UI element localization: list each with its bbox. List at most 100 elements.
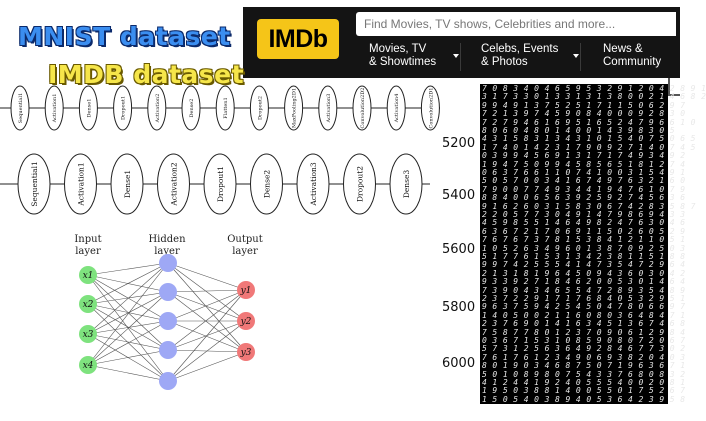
- model-node-small: Dropout1: [113, 85, 133, 131]
- svg-text:Dense2: Dense2: [189, 99, 195, 118]
- hidden-layer-label-1: Hidden: [148, 234, 186, 245]
- nav-celebs-line1: Celebs, Events: [481, 43, 559, 55]
- imdb-search-input[interactable]: Find Movies, TV shows, Celebrities and m…: [356, 12, 676, 36]
- y-tick: 5600: [442, 242, 476, 257]
- mnist-digit-row: 1 9 4 7 5 0 9 9 4 5 8 5 6 5 1 8 1 2 7 4: [482, 159, 686, 169]
- mnist-digit-row: 7 2 7 9 4 6 1 6 9 5 1 6 5 2 4 7 9 6 6 1 …: [482, 117, 696, 127]
- nav-divider: [460, 43, 461, 71]
- chevron-down-icon: [573, 54, 579, 58]
- nav-celebs-line2: & Photos: [481, 56, 528, 68]
- mnist-dataset-title: MNIST dataset: [18, 22, 231, 51]
- y-tick: 5200: [442, 136, 476, 151]
- svg-text:Dropout2: Dropout2: [356, 166, 365, 202]
- model-node-small: Dense1: [78, 85, 98, 131]
- model-node-large: Sequential1: [17, 153, 51, 215]
- nav-movies-tv[interactable]: Movies, TV & Showtimes: [369, 43, 459, 69]
- mnist-digit-row: 8 8 4 0 0 6 5 6 3 9 2 5 9 2 7 4 5 6 3 6: [482, 193, 686, 203]
- svg-text:y1: y1: [240, 286, 252, 296]
- nav-celebs-events[interactable]: Celebs, Events & Photos: [481, 43, 579, 69]
- svg-text:x1: x1: [83, 271, 94, 281]
- model-node-large: Activation3: [296, 153, 330, 215]
- model-node-small: Activation2: [147, 85, 167, 131]
- imdb-dataset-title: IMDB dataset: [48, 60, 245, 89]
- mnist-panel: 5200 5400 5600 5800 6000 7 0 8 3 4 0 4 6…: [440, 82, 706, 404]
- svg-text:MaxPooling2D1: MaxPooling2D1: [292, 88, 298, 128]
- model-node-small: Dense2: [181, 85, 201, 131]
- nav-news-community[interactable]: News & Community: [603, 43, 661, 69]
- y-tick: 5800: [442, 300, 476, 315]
- svg-text:Activation1: Activation1: [52, 94, 58, 124]
- mnist-digit-row: 2 3 7 2 2 9 1 7 1 7 6 8 4 0 5 3 2 9 5 1: [482, 294, 686, 303]
- mnist-digit-row: 1 0 5 2 6 3 4 9 6 0 1 3 8 7 0 9 2 5 0 3: [482, 243, 686, 253]
- nav-news-line1: News &: [603, 43, 643, 55]
- svg-text:Convolution2D1: Convolution2D1: [428, 88, 434, 129]
- model-node-large: Activation2: [157, 153, 190, 215]
- model-node-large: Dense3: [389, 153, 423, 215]
- output-layer-label-2: layer: [232, 246, 258, 257]
- model-node-small: Activation3: [318, 85, 338, 131]
- svg-text:Dense2: Dense2: [263, 170, 272, 199]
- mnist-digit-row: 1 7 4 0 1 4 2 3 1 7 9 0 9 2 7 1 4 0 7 4 …: [482, 142, 696, 152]
- mnist-digit-row: 2 3 7 6 9 0 1 4 1 6 3 4 5 1 3 6 7 4 6 8: [482, 319, 686, 329]
- svg-text:Activation3: Activation3: [309, 162, 318, 206]
- nav-divider: [580, 43, 581, 71]
- hidden-node: [159, 341, 177, 359]
- mnist-digit-row: 9 9 4 9 1 3 7 5 2 5 1 7 1 1 5 0 6 2 9 7: [482, 100, 686, 110]
- mnist-digit-row: 7 6 7 6 7 3 7 8 1 5 3 8 4 1 2 1 1 0 5 1: [482, 235, 686, 245]
- neural-network-diagram: Input layer Hidden layer Output layer x1…: [74, 234, 263, 390]
- input-node: x4: [79, 356, 97, 374]
- mnist-digit-row: 7 6 1 7 6 1 2 3 4 9 0 6 9 3 8 2 0 4 0 3: [482, 352, 686, 362]
- svg-text:y2: y2: [240, 317, 252, 327]
- mnist-digit-row: 1 9 5 0 3 8 8 1 4 0 0 5 5 0 1 7 5 2 6 7: [482, 386, 686, 396]
- input-node: x3: [79, 325, 97, 343]
- mnist-digit-row: 6 3 6 7 2 1 7 0 6 9 1 1 5 0 2 6 0 5 2 9: [482, 226, 686, 236]
- model-node-small: Flatten1: [215, 85, 235, 131]
- model-node-large: Activation1: [64, 153, 97, 215]
- svg-text:Dropout1: Dropout1: [121, 96, 127, 120]
- hidden-layer-label-2: layer: [154, 246, 180, 257]
- model-graph-small: Sequential1 Activation1 Dense1 Dropout1 Acti…: [0, 85, 440, 131]
- input-node: x2: [79, 295, 97, 313]
- mnist-digit-row: 5 1 7 7 6 1 5 3 1 3 4 2 3 8 1 1 5 1 8 8: [482, 252, 686, 261]
- input-layer-label-2: layer: [75, 246, 101, 257]
- svg-text:Dropout1: Dropout1: [216, 166, 225, 202]
- mnist-digit-row: 5 7 3 1 2 5 6 3 6 4 9 2 8 4 6 7 7 3 0 2: [482, 344, 686, 354]
- model-node-small: Activation1: [44, 85, 64, 131]
- mnist-digit-row: 2 2 0 5 7 7 3 0 4 9 1 4 7 9 8 6 9 4 3 3: [482, 210, 686, 219]
- mnist-digit-row: 8 0 1 9 0 3 4 6 8 7 5 0 7 1 9 6 3 6 7 1: [482, 361, 686, 371]
- model-node-small: Dropout2: [249, 85, 269, 131]
- model-node-small: Convolution2D2: [352, 85, 372, 131]
- model-node-large: Dense2: [250, 153, 283, 215]
- nav-movies-tv-line2: & Showtimes: [369, 56, 437, 68]
- svg-text:Dense1: Dense1: [86, 99, 92, 118]
- model-node-large: Dense1: [110, 153, 144, 215]
- svg-text:Activation2: Activation2: [170, 162, 179, 206]
- model-node-small: Sequential1: [10, 85, 30, 131]
- svg-text:x3: x3: [83, 330, 94, 340]
- mnist-digit-row: 5 0 1 0 8 9 8 0 7 5 4 3 3 7 6 8 0 8 3 2: [482, 369, 686, 379]
- y-tick: 5400: [442, 188, 476, 203]
- mnist-digit-row: 8 0 6 0 4 8 0 1 4 0 0 1 4 3 9 8 3 0 5: [482, 126, 676, 135]
- svg-text:Convolution2D2: Convolution2D2: [360, 88, 366, 129]
- model-graph-large: Sequential1 Activation1 Dense1 Activation2 D…: [0, 153, 430, 215]
- mnist-y-axis: 5200 5400 5600 5800 6000: [440, 82, 480, 404]
- mnist-digit-row: 9 9 7 4 2 5 5 5 4 1 4 7 3 5 4 7 2 9 6 4: [482, 260, 686, 270]
- mnist-digit-row: 7 5 8 7 7 8 0 1 2 3 7 0 9 0 6 1 2 9 8 4: [482, 327, 686, 337]
- mnist-digit-row: 4 5 9 8 5 5 1 4 6 4 9 8 2 4 7 6 3 0 4 6: [482, 218, 686, 228]
- mnist-digit-row: 0 6 3 7 6 6 1 1 0 7 4 1 0 0 3 1 5 4 9 1: [482, 168, 686, 177]
- imdb-logo[interactable]: IMDb: [257, 19, 339, 59]
- model-node-large: Dropout2: [343, 153, 376, 215]
- model-node-small: MaxPooling2D1: [284, 85, 304, 131]
- hidden-node: [159, 312, 177, 330]
- input-node: x1: [79, 266, 97, 284]
- mnist-digit-row: 5 0 5 7 0 0 3 4 1 6 7 4 9 7 6 3 2 1 6 0: [482, 176, 686, 186]
- svg-text:Activation2: Activation2: [155, 94, 161, 124]
- mnist-digit-row: 7 2 1 3 9 7 4 5 9 0 8 4 0 0 0 9 2 8 3 0: [482, 109, 686, 119]
- mnist-digit-row: 7 0 8 3 4 0 4 6 5 9 5 3 2 9 1 2 0 4 2 8 …: [482, 84, 706, 93]
- svg-text:Activation1: Activation1: [77, 162, 86, 206]
- svg-text:Activation3: Activation3: [326, 94, 332, 124]
- mnist-digit-row: 3 1 7 3 3 0 1 3 3 1 3 1 3 8 0 0 2 1 4 6 …: [482, 92, 706, 102]
- svg-text:Dense1: Dense1: [123, 170, 132, 198]
- model-node-large: Dropout1: [203, 153, 237, 215]
- mnist-digit-row: 0 3 9 9 4 5 6 9 1 3 1 7 1 7 4 9 3 4 9 2: [482, 151, 686, 161]
